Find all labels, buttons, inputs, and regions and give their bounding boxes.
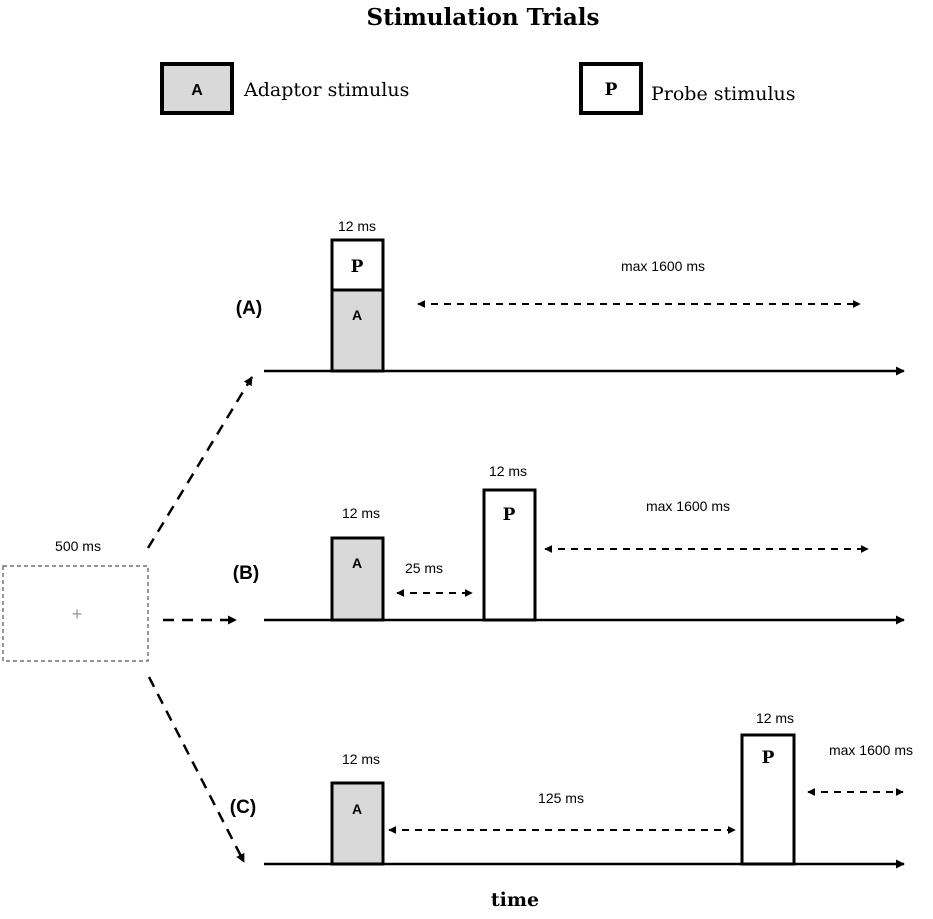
page-title: Stimulation Trials <box>367 4 600 31</box>
trial-c-probe-letter: P <box>762 748 775 768</box>
legend: A Adaptor stimulus P Probe stimulus <box>160 62 796 115</box>
branch-arrow-a <box>146 376 254 549</box>
legend-probe-letter: P <box>605 80 618 100</box>
trial-a-adaptor-box <box>330 288 385 373</box>
trial-b-gap: 25 ms <box>405 560 443 576</box>
trial-b-adaptor-duration: 12 ms <box>342 505 380 521</box>
trial-c-response-window: max 1600 ms <box>829 742 913 758</box>
trial-a-adaptor-letter: A <box>352 307 362 323</box>
legend-adaptor-swatch <box>160 62 234 115</box>
trial-a: (A) 12 ms A P max 1600 ms <box>236 218 905 376</box>
trial-a-probe-letter: P <box>351 257 364 277</box>
trial-c-probe-box <box>740 733 796 866</box>
fixation-frame <box>2 565 149 662</box>
trial-b: (B) 12 ms A 25 ms 12 ms P max 1600 ms <box>233 463 905 625</box>
trial-c-gap: 125 ms <box>538 790 584 806</box>
trial-b-adaptor-box <box>330 536 385 622</box>
fixation-cross: + <box>72 604 83 624</box>
trial-b-probe-duration: 12 ms <box>489 463 527 479</box>
trial-c-adaptor-letter: A <box>352 801 362 817</box>
legend-adaptor-letter: A <box>191 82 203 99</box>
branch-arrow-c <box>147 676 246 863</box>
trial-c: (C) 12 ms A 125 ms 12 ms P max 1600 ms <box>230 710 913 869</box>
trial-c-probe-duration: 12 ms <box>756 710 794 726</box>
legend-probe-label: Probe stimulus <box>651 83 796 105</box>
trial-a-stim-duration: 12 ms <box>338 218 376 234</box>
trial-c-adaptor-duration: 12 ms <box>342 751 380 767</box>
legend-adaptor-label: Adaptor stimulus <box>243 79 409 101</box>
fixation-screen: 500 ms + <box>2 538 149 662</box>
trial-c-label: (C) <box>230 797 256 818</box>
legend-probe-swatch <box>579 62 643 115</box>
trial-c-adaptor-box <box>330 781 385 866</box>
trial-b-adaptor-letter: A <box>352 555 362 571</box>
trial-b-probe-box <box>482 488 537 622</box>
trial-a-probe-box <box>330 238 385 292</box>
trial-b-response-window: max 1600 ms <box>646 498 730 514</box>
trial-b-probe-letter: P <box>503 505 516 525</box>
trial-b-label: (B) <box>233 563 259 584</box>
trial-a-label: (A) <box>236 298 262 319</box>
trial-a-response-window: max 1600 ms <box>621 258 705 274</box>
time-axis-label: time <box>491 889 539 911</box>
fixation-duration: 500 ms <box>55 538 101 554</box>
